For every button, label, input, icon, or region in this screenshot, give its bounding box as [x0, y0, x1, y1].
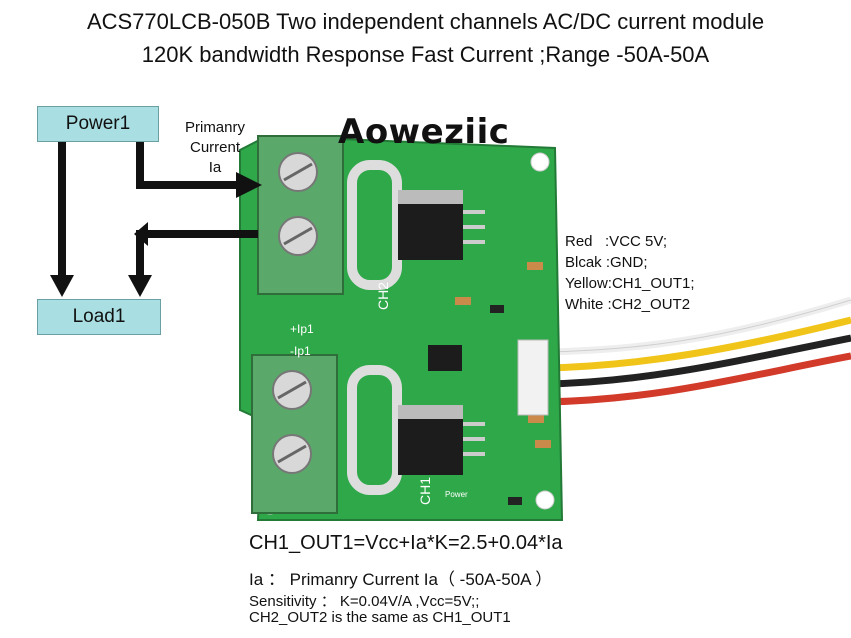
primary-current-line2: Current — [189, 139, 241, 156]
power-label: Power — [445, 490, 468, 499]
load-box: Load1 — [37, 299, 161, 335]
ch1-label: CH1 — [417, 477, 433, 505]
wiring-yellow: Yellow:CH1_OUT1; — [565, 275, 695, 292]
ia-note: Ia ： Primanry Current Ia（ -50A-50A ） — [249, 570, 553, 589]
primary-current-line3: Ia — [208, 159, 222, 176]
wire-bundle — [544, 296, 851, 406]
wiring-white: White :CH2_OUT2 — [565, 296, 691, 313]
diagram-arrows — [50, 141, 262, 297]
primary-current-line1: Primanry — [184, 119, 245, 136]
ch2-label: CH2 — [375, 282, 391, 310]
terminal-block-ch1 — [251, 354, 338, 514]
title-line1: ACS770LCB-050B Two independent channels … — [86, 9, 765, 34]
silkscreen: CH2 CH1 +Ip1 -Ip1 Power — [290, 282, 468, 505]
connector-header — [517, 339, 549, 416]
sensor-ch2 — [347, 160, 485, 290]
terminal-block-ch2 — [257, 135, 344, 295]
wiring-black: Blcak :GND; — [565, 254, 648, 271]
brand-watermark: Aoweziic — [338, 112, 510, 152]
ip-plus-label: +Ip1 — [290, 322, 314, 336]
ch2-note: CH2_OUT2 is the same as CH1_OUT1 — [249, 609, 511, 626]
primary-current-label: Primanry Current Ia — [160, 118, 270, 178]
power-box: Power1 — [37, 106, 159, 142]
op-amp-chip — [428, 345, 462, 371]
smd-components — [455, 262, 551, 505]
wiring-red: Red :VCC 5V; — [565, 233, 667, 250]
sensor-ch1 — [347, 365, 485, 495]
ip-minus-label: -Ip1 — [290, 344, 311, 358]
output-formula: CH1_OUT1=Vcc+Ia*K=2.5+0.04*Ia — [249, 532, 563, 554]
wiring-legend: Red :VCC 5V; Blcak :GND; Yellow:CH1_OUT1… — [565, 231, 695, 315]
sensitivity-note: Sensitivity ： K=0.04V/A ,Vcc=5V;; — [249, 593, 480, 610]
title-line2: 120K bandwidth Response Fast Current ;Ra… — [141, 42, 710, 67]
